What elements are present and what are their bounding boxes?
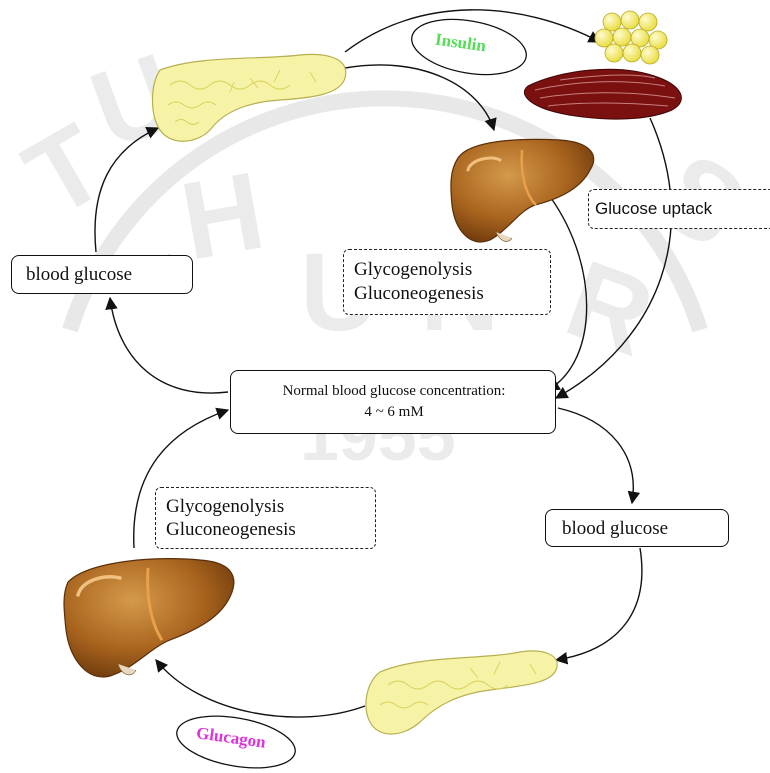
fat-cells-icon bbox=[595, 11, 667, 64]
arrow-normal-to-bgdown bbox=[558, 408, 633, 503]
normal-glucose-range: 4 ~ 6 mM bbox=[231, 404, 557, 421]
muscle-icon bbox=[524, 69, 681, 119]
glucose-uptake-label: Glucose uptack bbox=[595, 199, 712, 219]
liver-icon bbox=[451, 139, 594, 242]
blood-glucose-label: blood glucose bbox=[562, 518, 668, 540]
glucose-uptake-box: Glucose uptack bbox=[588, 189, 770, 229]
normal-glucose-title: Normal blood glucose concentration: bbox=[231, 383, 557, 400]
normal-glucose-box: Normal blood glucose concentration: 4 ~ … bbox=[230, 370, 556, 434]
blood-glucose-high-box: blood glucose bbox=[11, 255, 193, 294]
pancreas-icon bbox=[366, 651, 557, 734]
arrow-pancreas-to-liver-bottom bbox=[156, 660, 365, 717]
liver-icon bbox=[64, 559, 234, 677]
blood-glucose-label: blood glucose bbox=[26, 264, 132, 286]
arrow-liver-to-normal bbox=[545, 190, 587, 390]
arrow-normal-to-bg bbox=[110, 298, 228, 393]
glycogenolysis-label: Glycogenolysis bbox=[354, 259, 472, 281]
liver-top-process-box: Glycogenolysis Gluconeogenesis bbox=[343, 249, 551, 315]
arrow-bg-to-pancreas bbox=[95, 128, 158, 252]
blood-glucose-low-box: blood glucose bbox=[545, 509, 729, 547]
arrow-pancreas-to-liver bbox=[345, 65, 494, 130]
pancreas-icon bbox=[153, 54, 346, 141]
liver-bottom-process-box: Glycogenolysis Gluconeogenesis bbox=[155, 487, 376, 549]
gluconeogenesis-label: Gluconeogenesis bbox=[354, 283, 484, 305]
glycogenolysis-label: Glycogenolysis bbox=[166, 496, 284, 518]
arrow-bgdown-to-pancreas bbox=[556, 548, 642, 660]
gluconeogenesis-label: Gluconeogenesis bbox=[166, 519, 296, 541]
